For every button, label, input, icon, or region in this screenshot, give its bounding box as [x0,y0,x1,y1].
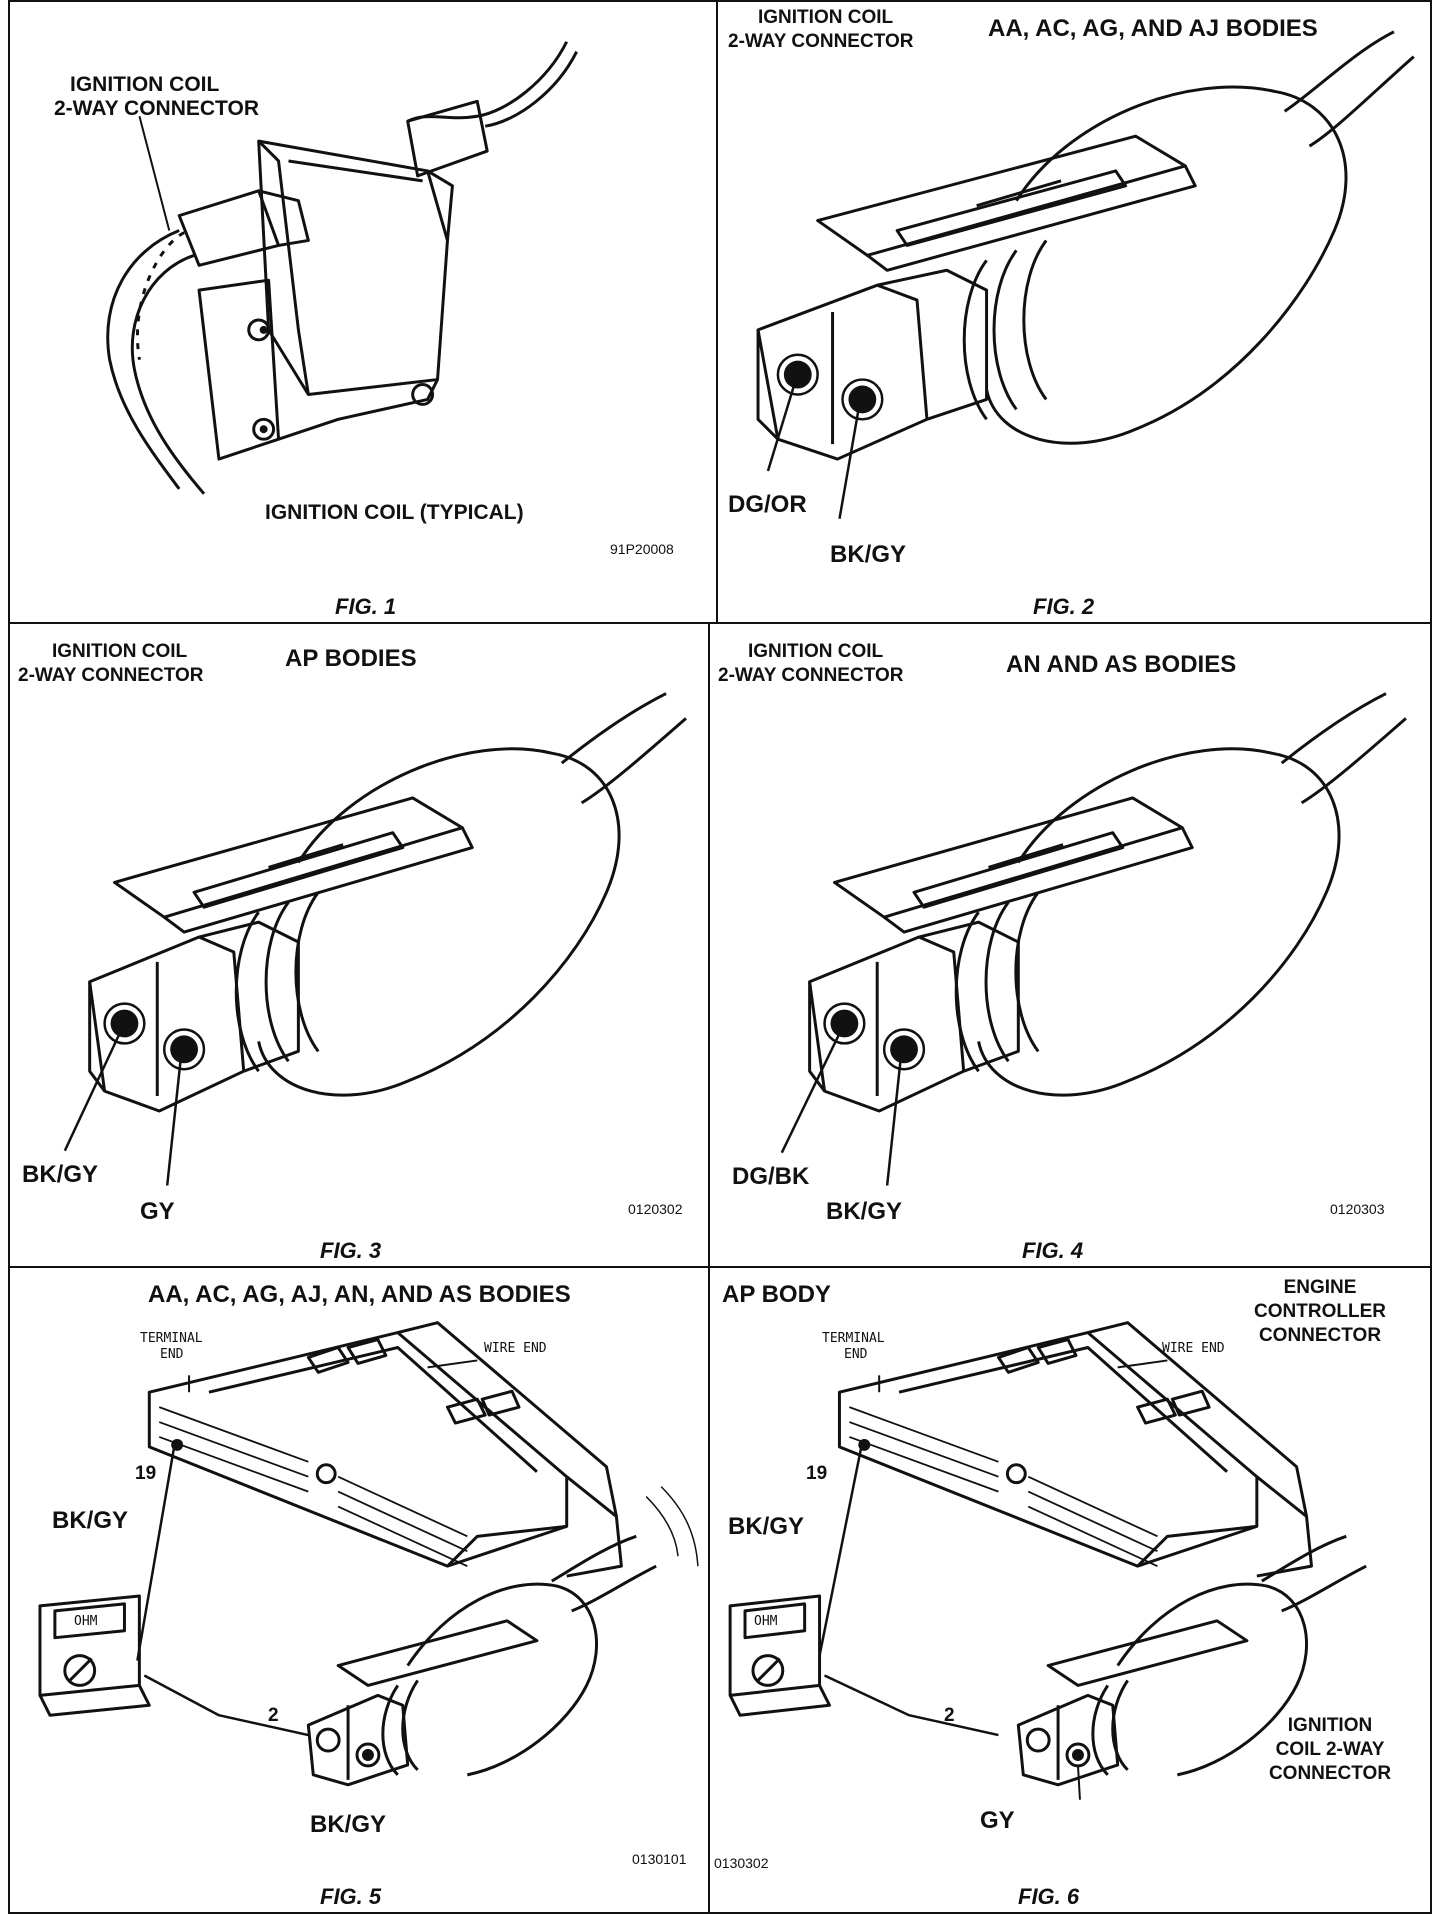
fig5-terminal-end-line1: TERMINAL [140,1331,203,1346]
panel-fig-2: IGNITION COIL 2-WAY CONNECTOR AA, AC, AG… [716,0,1432,624]
fig5-pin-wire-label: BK/GY [52,1507,129,1534]
panel-fig-5: AA, AC, AG, AJ, AN, AND AS BODIES TERMIN… [8,1266,710,1914]
fig4-caption: FIG. 4 [1022,1238,1084,1263]
fig6-coil-wire-label: GY [980,1807,1015,1834]
fig4-code: 0120303 [1330,1201,1385,1217]
fig6-test-drawing [728,1321,1367,1800]
fig6-terminal-end-line1: TERMINAL [822,1331,885,1346]
fig4-connector-label-line1: IGNITION COIL [748,641,884,662]
fig3-code: 0120302 [628,1201,683,1217]
fig4-wire1-label: DG/BK [732,1163,810,1190]
panel-fig-4: IGNITION COIL 2-WAY CONNECTOR AN AND AS … [708,622,1432,1268]
meter-display: OHM [74,1614,98,1629]
panel-fig-1: IGNITION COIL 2-WAY CONNECTOR IGNITION C… [8,0,718,624]
fig5-code: 0130101 [632,1851,687,1867]
fig4-connector-label-line2: 2-WAY CONNECTOR [718,665,904,686]
fig2-title: AA, AC, AG, AND AJ BODIES [988,15,1318,42]
fig4-title: AN AND AS BODIES [1006,651,1237,678]
fig2-caption: FIG. 2 [1033,594,1095,619]
fig1-connector-label-line1: IGNITION COIL [70,73,220,96]
fig5-wire-end-label: WIRE END [484,1341,547,1356]
fig6-coil-pin-number: 2 [944,1705,955,1726]
fig3-connector-label-line2: 2-WAY CONNECTOR [18,665,204,686]
fig6-coil-label-line1: IGNITION [1287,1715,1373,1736]
fig6-ecc-label-line1: ENGINE [1283,1277,1357,1298]
fig4-wire2-label: BK/GY [826,1198,903,1225]
panel-fig-3: IGNITION COIL 2-WAY CONNECTOR AP BODIES … [8,622,710,1268]
meter-display: OHM [754,1614,778,1629]
fig6-caption: FIG. 6 [1018,1884,1080,1909]
fig6-coil-label-line3: CONNECTOR [1268,1763,1392,1784]
fig3-title: AP BODIES [285,645,417,672]
fig3-wire2-label: GY [140,1198,175,1225]
fig6-terminal-end-line2: END [844,1347,868,1362]
fig6-ecc-label-line2: CONTROLLER [1254,1301,1386,1322]
fig1-coil-label: IGNITION COIL (TYPICAL) [265,501,524,524]
ignition-coil-drawing [106,41,578,495]
fig5-terminal-end-line2: END [160,1347,184,1362]
fig1-caption: FIG. 1 [335,594,397,619]
fig2-connector-label-line2: 2-WAY CONNECTOR [728,31,914,52]
fig1-code: 91P20008 [610,541,674,557]
fig5-test-drawing [38,1321,699,1787]
fig1-connector-label-line2: 2-WAY CONNECTOR [54,97,259,120]
fig6-pin-number: 19 [806,1463,828,1484]
fig6-pin-wire-label: BK/GY [728,1513,805,1540]
fig2-wire2-label: BK/GY [830,541,907,568]
fig5-caption: FIG. 5 [320,1884,382,1909]
fig5-coil-pin-number: 2 [268,1705,279,1726]
fig6-title: AP BODY [722,1281,831,1308]
fig2-wire1-label: DG/OR [728,491,807,518]
fig2-connector-drawing [756,30,1415,519]
fig5-pin-number: 19 [135,1463,157,1484]
fig6-coil-label-line2: COIL 2-WAY [1275,1739,1385,1760]
fig3-connector-label-line1: IGNITION COIL [52,641,188,662]
fig6-wire-end-label: WIRE END [1162,1341,1225,1356]
fig5-coil-wire-label: BK/GY [310,1811,387,1838]
fig6-code: 0130302 [714,1855,769,1871]
fig6-ecc-label-line3: CONNECTOR [1258,1325,1382,1346]
fig3-wire1-label: BK/GY [22,1161,99,1188]
fig3-connector-drawing [63,692,687,1186]
panel-fig-6: AP BODY ENGINE CONTROLLER CONNECTOR TERM… [708,1266,1432,1914]
fig3-caption: FIG. 3 [320,1238,382,1263]
fig4-connector-drawing [780,692,1407,1186]
fig5-title: AA, AC, AG, AJ, AN, AND AS BODIES [148,1281,571,1308]
fig2-connector-label-line1: IGNITION COIL [758,7,894,28]
